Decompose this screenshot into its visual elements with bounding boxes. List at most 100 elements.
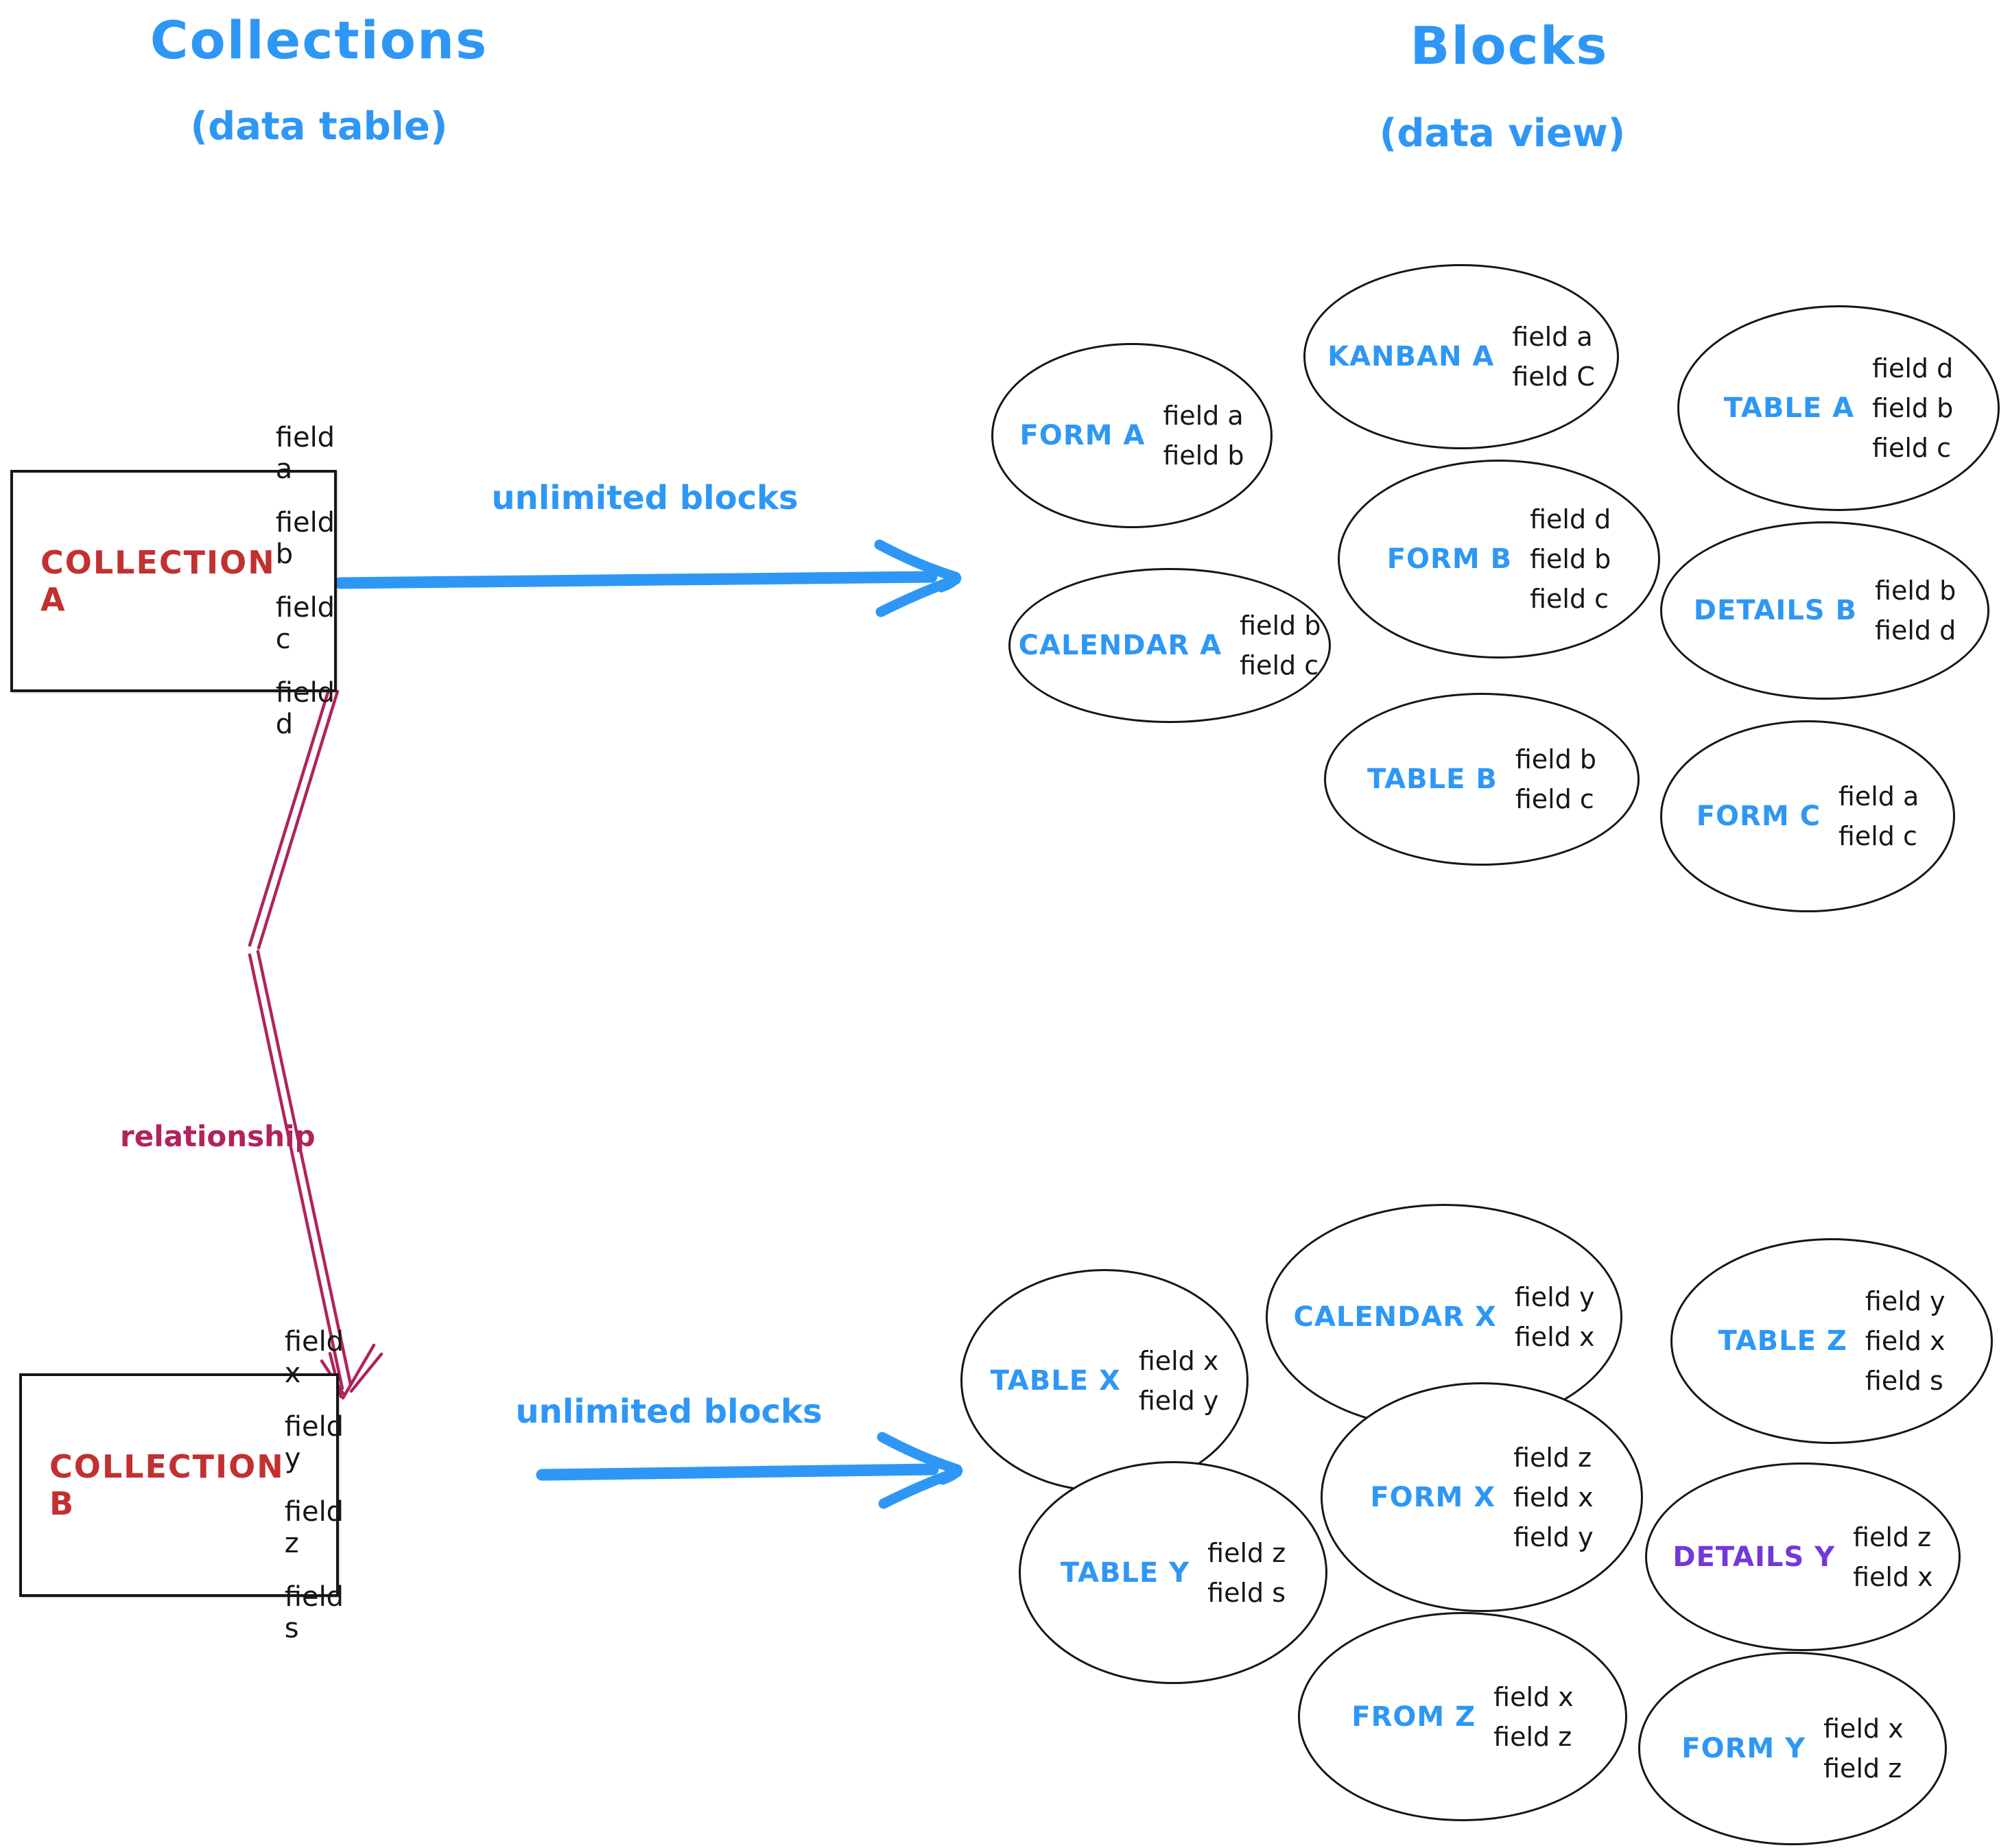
block-label: DETAILS Y: [1672, 1541, 1836, 1573]
field: field z: [1493, 1721, 1572, 1752]
block-fields: field a field C: [1512, 322, 1595, 392]
field: field x: [1514, 1322, 1595, 1352]
block-label: KANBAN A: [1327, 341, 1495, 372]
block-label: FORM A: [1019, 420, 1146, 451]
block-fields: field z field s: [1207, 1538, 1286, 1608]
block-label: CALENDAR A: [1018, 630, 1222, 661]
field: field x: [1493, 1681, 1574, 1712]
collection-field: field s: [284, 1581, 344, 1644]
field: field c: [1240, 650, 1319, 680]
block-label: TABLE A: [1723, 392, 1855, 424]
block-label: TABLE X: [990, 1364, 1121, 1397]
field: field y: [1513, 1521, 1594, 1552]
block-form-a: FORM A field a field b: [991, 343, 1273, 528]
collection-b-fields: field x field y field z field s: [285, 1326, 368, 1644]
block-fields: field a field c: [1838, 781, 1919, 851]
block-details-y: DETAILS Y field z field x: [1645, 1462, 1961, 1651]
block-fields: field a field b: [1163, 401, 1244, 471]
block-details-b: DETAILS B field b field d: [1660, 521, 1989, 700]
field: field b: [1875, 576, 1956, 606]
field: field d: [1530, 504, 1611, 534]
field: field d: [1872, 353, 1954, 383]
unlimited-blocks-label-b: unlimited blocks: [515, 1393, 823, 1431]
block-form-c: FORM C field a field c: [1660, 720, 1955, 912]
block-form-x: FORM X field z field x field y: [1321, 1382, 1643, 1612]
collection-field: field d: [275, 677, 335, 740]
block-label: FORM C: [1696, 801, 1821, 832]
field: field a: [1838, 781, 1919, 812]
collection-field: field x: [284, 1326, 344, 1389]
block-fields: field b field c: [1240, 611, 1321, 680]
field: field a: [1163, 401, 1244, 431]
block-table-a: TABLE A field d field b field c: [1677, 305, 2000, 511]
block-label: TABLE Y: [1060, 1556, 1190, 1589]
field: field c: [1530, 584, 1609, 614]
block-label: TABLE B: [1367, 763, 1498, 795]
field: field b: [1515, 744, 1597, 774]
block-label: DETAILS B: [1693, 595, 1858, 626]
block-fields: field d field b field c: [1530, 504, 1611, 614]
field: field s: [1207, 1577, 1286, 1608]
block-fields: field z field x: [1853, 1522, 1933, 1592]
field: field x: [1513, 1482, 1594, 1513]
field: field d: [1875, 615, 1956, 645]
block-fields: field y field x: [1515, 1282, 1595, 1352]
block-fields: field x field z: [1493, 1682, 1574, 1752]
block-table-z: TABLE Z field y field x field s: [1670, 1238, 1993, 1444]
block-fields: field z field x field y: [1513, 1443, 1594, 1552]
field: field y: [1514, 1282, 1595, 1312]
block-table-y: TABLE Y field z field s: [1019, 1461, 1327, 1684]
block-label: FORM B: [1386, 543, 1513, 575]
block-kanban-a: KANBAN A field a field C: [1303, 264, 1619, 449]
blocks-subtitle: (data view): [1379, 111, 1626, 156]
block-table-x: TABLE X field x field y: [960, 1269, 1249, 1492]
block-table-b: TABLE B field b field c: [1324, 693, 1640, 866]
block-label: FORM X: [1370, 1481, 1496, 1513]
field: field b: [1872, 393, 1954, 423]
collection-a-box: COLLECTION A field a field b field c fie…: [10, 422, 337, 740]
field: field s: [1865, 1366, 1943, 1396]
block-fields: field b field c: [1515, 744, 1596, 814]
block-fields: field x field z: [1823, 1714, 1904, 1784]
unlimited-blocks-arrow-b: [536, 1432, 963, 1509]
relationship-label: relationship: [120, 1120, 316, 1153]
relationship-arrow: [248, 688, 383, 1400]
collection-b-box: COLLECTION B field x field y field z fie…: [19, 1326, 344, 1644]
field: field z: [1207, 1537, 1286, 1568]
block-fields: field y field x field s: [1865, 1286, 1946, 1396]
field: field y: [1138, 1385, 1219, 1416]
field: field x: [1853, 1561, 1933, 1592]
block-label: FROM Z: [1351, 1701, 1476, 1733]
block-calendar-a: CALENDAR A field b field c: [1008, 568, 1331, 723]
field: field z: [1823, 1753, 1902, 1784]
block-label: FORM Y: [1681, 1733, 1806, 1764]
block-calendar-x: CALENDAR X field y field x: [1266, 1204, 1622, 1430]
field: field b: [1240, 611, 1321, 641]
field: field c: [1515, 784, 1594, 814]
collection-a-name: COLLECTION A: [40, 544, 276, 618]
field: field c: [1838, 821, 1917, 851]
collection-field: field z: [284, 1496, 344, 1559]
field: field c: [1872, 433, 1952, 463]
collection-field: field y: [284, 1411, 344, 1474]
collection-a-fields: field a field b field c field d: [276, 422, 359, 740]
collection-field: field b: [275, 507, 335, 570]
field: field b: [1163, 440, 1244, 471]
field: field C: [1512, 362, 1595, 392]
field: field a: [1512, 322, 1593, 352]
collections-subtitle: (data table): [190, 104, 448, 149]
unlimited-blocks-label-a: unlimited blocks: [491, 479, 799, 517]
collection-field: field a: [275, 422, 335, 485]
block-from-z: FROM Z field x field z: [1298, 1612, 1627, 1821]
collection-b-name: COLLECTION B: [49, 1448, 285, 1522]
block-form-y: FORM Y field x field z: [1638, 1652, 1947, 1845]
field: field b: [1530, 544, 1611, 574]
block-label: TABLE Z: [1718, 1325, 1847, 1357]
field: field x: [1823, 1714, 1904, 1744]
field: field z: [1853, 1521, 1932, 1552]
field: field x: [1865, 1326, 1946, 1356]
unlimited-blocks-arrow-a: [334, 539, 962, 617]
block-label: CALENDAR X: [1293, 1301, 1497, 1333]
blocks-title: Blocks: [1410, 15, 1609, 76]
